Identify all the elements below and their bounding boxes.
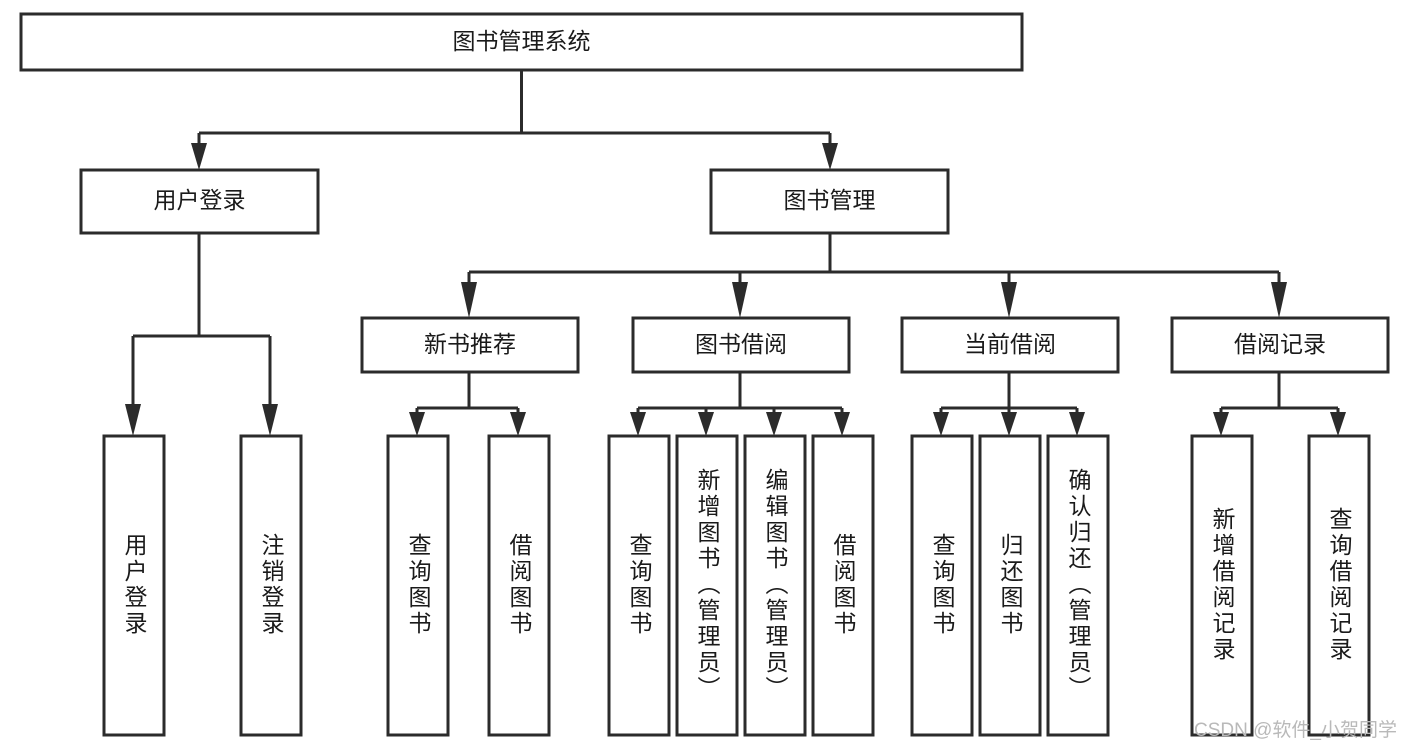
- node-book-manage-label: 图书管理: [784, 187, 876, 213]
- arrow-to-leaf-query-book-1: [409, 412, 425, 436]
- node-borrow-record-box[interactable]: [1170, 316, 1390, 374]
- node-leaf-borrow-book-2[interactable]: 借阅图书: [811, 434, 875, 737]
- node-root-box[interactable]: [19, 12, 1024, 72]
- arrow-to-leaf-query-book-3: [933, 412, 949, 436]
- arrow-to-leaf-user-login: [125, 404, 141, 436]
- node-book-manage[interactable]: 图书管理: [709, 168, 950, 235]
- node-book-borrow-box[interactable]: [631, 316, 851, 374]
- node-user-login[interactable]: 用户登录: [79, 168, 320, 235]
- node-leaf-query-book-3-box[interactable]: [910, 434, 974, 737]
- node-leaf-user-login-box[interactable]: [102, 434, 166, 737]
- node-user-login-box[interactable]: [79, 168, 320, 235]
- node-leaf-add-book-label: 新增图书（管理员）: [694, 468, 721, 702]
- node-book-borrow-label: 图书借阅: [695, 331, 787, 357]
- node-leaf-borrow-book-1-box[interactable]: [487, 434, 551, 737]
- node-leaf-query-book-2-label: 查询图书: [626, 533, 653, 637]
- node-leaf-query-book-2[interactable]: 查询图书: [607, 434, 671, 737]
- node-borrow-record-label: 借阅记录: [1234, 331, 1326, 357]
- node-leaf-query-book-3[interactable]: 查询图书: [910, 434, 974, 737]
- node-leaf-borrow-book-1-label: 借阅图书: [506, 533, 533, 637]
- arrow-to-leaf-edit-book: [766, 412, 782, 436]
- arrow-to-new-book-recommend: [461, 282, 477, 318]
- node-leaf-confirm-return-box[interactable]: [1046, 434, 1110, 737]
- node-new-book-recommend-box[interactable]: [360, 316, 580, 374]
- arrow-to-leaf-user-logout: [262, 404, 278, 436]
- node-leaf-return-book[interactable]: 归还图书: [978, 434, 1042, 737]
- node-leaf-query-book-2-box[interactable]: [607, 434, 671, 737]
- node-new-book-recommend[interactable]: 新书推荐: [360, 316, 580, 374]
- arrow-to-leaf-query-book-2: [630, 412, 646, 436]
- node-leaf-borrow-book-2-box[interactable]: [811, 434, 875, 737]
- node-leaf-borrow-book-1[interactable]: 借阅图书: [487, 434, 551, 737]
- node-leaf-add-book[interactable]: 新增图书（管理员）: [675, 434, 739, 737]
- node-leaf-query-book-1-box[interactable]: [386, 434, 450, 737]
- arrow-to-leaf-confirm-return: [1069, 412, 1085, 436]
- node-leaf-edit-book-label: 编辑图书（管理员）: [762, 468, 789, 702]
- arrow-root-to-user-login: [191, 143, 207, 170]
- node-root-label: 图书管理系统: [453, 28, 591, 54]
- node-leaf-add-record-label: 新增借阅记录: [1209, 507, 1236, 663]
- node-leaf-user-login-label: 用户登录: [121, 533, 148, 637]
- arrow-to-book-borrow: [732, 282, 748, 318]
- node-leaf-confirm-return-label: 确认归还（管理员）: [1065, 468, 1092, 702]
- node-leaf-query-record-label: 查询借阅记录: [1326, 507, 1353, 663]
- arrow-to-leaf-return-book: [1001, 412, 1017, 436]
- connector-layer: [125, 70, 1346, 436]
- node-leaf-user-logout[interactable]: 注销登录: [239, 434, 303, 737]
- node-current-borrow-box[interactable]: [900, 316, 1120, 374]
- node-new-book-recommend-label: 新书推荐: [424, 331, 516, 357]
- node-leaf-add-record-box[interactable]: [1190, 434, 1254, 737]
- arrow-to-borrow-record: [1271, 282, 1287, 318]
- node-leaf-return-book-box[interactable]: [978, 434, 1042, 737]
- arrow-to-leaf-query-record: [1330, 412, 1346, 436]
- node-leaf-user-login[interactable]: 用户登录: [102, 434, 166, 737]
- node-leaf-query-book-3-label: 查询图书: [929, 533, 956, 637]
- csdn-watermark: CSDN @软件_小贺同学: [1194, 720, 1397, 741]
- arrow-to-leaf-borrow-book-1: [510, 412, 526, 436]
- arrow-to-leaf-add-book: [698, 412, 714, 436]
- node-borrow-record[interactable]: 借阅记录: [1170, 316, 1390, 374]
- node-current-borrow[interactable]: 当前借阅: [900, 316, 1120, 374]
- node-leaf-add-record[interactable]: 新增借阅记录: [1190, 434, 1254, 737]
- arrow-to-leaf-borrow-book-2: [834, 412, 850, 436]
- node-current-borrow-label: 当前借阅: [964, 331, 1056, 357]
- node-leaf-query-record-box[interactable]: [1307, 434, 1371, 737]
- arrow-to-current-borrow: [1001, 282, 1017, 318]
- node-leaf-add-book-box[interactable]: [675, 434, 739, 737]
- node-leaf-user-logout-box[interactable]: [239, 434, 303, 737]
- node-root[interactable]: 图书管理系统: [19, 12, 1024, 72]
- node-book-borrow[interactable]: 图书借阅: [631, 316, 851, 374]
- arrow-to-leaf-add-record: [1213, 412, 1229, 436]
- arrow-root-to-book-manage: [822, 143, 838, 170]
- node-leaf-user-logout-label: 注销登录: [258, 533, 285, 637]
- node-leaf-edit-book[interactable]: 编辑图书（管理员）: [743, 434, 807, 737]
- node-book-manage-box[interactable]: [709, 168, 950, 235]
- node-leaf-edit-book-box[interactable]: [743, 434, 807, 737]
- node-leaf-query-record[interactable]: 查询借阅记录: [1307, 434, 1371, 737]
- node-leaf-return-book-label: 归还图书: [997, 533, 1024, 637]
- node-user-login-label: 用户登录: [154, 187, 246, 213]
- node-leaf-query-book-1[interactable]: 查询图书: [386, 434, 450, 737]
- node-leaf-borrow-book-2-label: 借阅图书: [830, 533, 857, 637]
- node-leaf-query-book-1-label: 查询图书: [405, 533, 432, 637]
- node-leaf-confirm-return[interactable]: 确认归还（管理员）: [1046, 434, 1110, 737]
